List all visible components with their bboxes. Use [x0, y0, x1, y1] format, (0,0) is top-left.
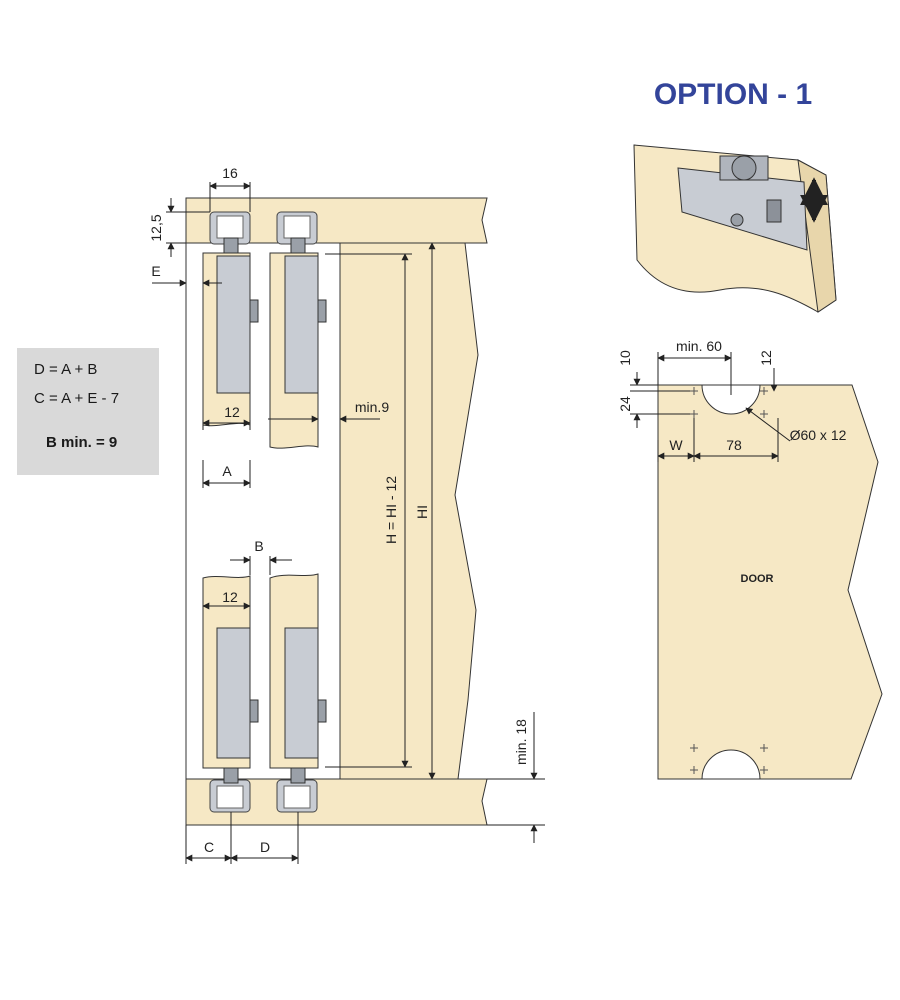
dim-c: C	[204, 839, 214, 855]
door-dim-12: 12	[758, 350, 774, 366]
door-dim-min60: min. 60	[676, 338, 722, 354]
formula-c: C = A + E - 7	[34, 390, 119, 407]
door-dim-hole: Ø60 x 12	[790, 427, 847, 443]
dim-16: 16	[222, 165, 238, 181]
door-dim-24: 24	[617, 396, 633, 412]
formula-b-min: B min. = 9	[46, 434, 117, 451]
door-label: DOOR	[741, 573, 774, 585]
dim-12-top: 12	[224, 404, 240, 420]
dim-min9: min.9	[355, 399, 389, 415]
dim-hi: HI	[414, 505, 430, 519]
dim-h: H = HI - 12	[383, 476, 399, 544]
cabinet-section	[185, 197, 488, 826]
dim-e: E	[151, 263, 160, 279]
section-dimensions	[152, 182, 545, 864]
dim-d: D	[260, 839, 270, 855]
option-title: OPTION - 1	[654, 78, 812, 111]
top-panel	[185, 197, 488, 244]
door-dim-10: 10	[617, 350, 633, 366]
formula-box: D = A + B C = A + E - 7 B min. = 9	[17, 348, 159, 475]
formula-d: D = A + B	[34, 361, 97, 378]
dim-a: A	[222, 463, 232, 479]
door-dimensions	[630, 352, 791, 462]
door-dim-78: 78	[726, 437, 742, 453]
door-view	[657, 384, 883, 780]
right-panel	[339, 242, 479, 780]
door-dim-w: W	[669, 437, 683, 453]
dim-min18: min. 18	[513, 719, 529, 765]
dim-12-bottom: 12	[222, 589, 238, 605]
dim-12-5: 12,5	[148, 214, 164, 241]
fitting-3d-view	[633, 144, 837, 313]
dim-b: B	[254, 538, 263, 554]
